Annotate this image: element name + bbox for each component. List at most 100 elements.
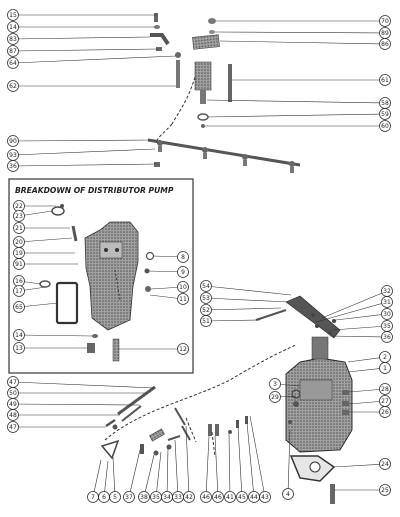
callout-10: 10: [150, 281, 189, 293]
callout-14: 14: [13, 329, 93, 341]
leader-line: [155, 451, 162, 498]
leader-line: [166, 447, 169, 498]
callout-number: 36: [9, 163, 17, 170]
callout-number: 12: [179, 346, 187, 353]
callout-86: 86: [219, 38, 391, 50]
callout-23: 23: [13, 210, 53, 222]
callout-44: 44: [246, 422, 260, 503]
callout-91: 91: [13, 258, 78, 270]
callout-93: 93: [7, 148, 156, 161]
leader-line: [12, 148, 156, 156]
bracket-part: [150, 33, 170, 46]
clip-part: [156, 47, 162, 51]
leader-line: [92, 459, 102, 498]
callout-36: 36: [7, 160, 157, 172]
callout-number: 13: [15, 345, 23, 352]
callout-62: 62: [7, 80, 176, 92]
callout-number: 22: [15, 203, 23, 210]
callout-circle: [259, 491, 271, 503]
ball-part: [201, 124, 205, 128]
leader-line: [18, 302, 59, 308]
callout-number: 32: [383, 288, 391, 295]
callout-number: 61: [381, 77, 389, 84]
linkage-parts: [100, 385, 248, 460]
callout-number: 7: [91, 494, 95, 501]
callout-number: 33: [174, 494, 182, 501]
callout-number: 36: [383, 334, 391, 341]
callout-5: 5: [109, 456, 121, 503]
callout-circle: [282, 488, 294, 500]
callout-circle: [138, 491, 150, 503]
callout-number: 93: [9, 152, 17, 159]
callout-2: 2: [347, 351, 391, 363]
callout-87: 87: [7, 45, 159, 57]
callout-3: 3: [269, 378, 301, 390]
callout-52: 52: [200, 304, 282, 316]
callout-circle: [177, 266, 189, 278]
callout-number: 2: [383, 354, 387, 361]
guide-dash: [185, 417, 197, 443]
callout-number: 90: [9, 138, 17, 145]
spring-housing-part: [192, 34, 220, 50]
callout-number: 43: [261, 494, 269, 501]
guide-dash: [171, 76, 196, 125]
callout-circle: [177, 251, 189, 263]
leader-line: [206, 99, 386, 104]
leader-line: [143, 454, 155, 498]
callout-46: 46: [200, 435, 212, 503]
callout-circle: [7, 9, 19, 21]
callout-24: 24: [333, 458, 391, 470]
callout-circle: [7, 409, 19, 421]
callout-13: 13: [13, 342, 88, 354]
callout-11: 11: [149, 293, 189, 305]
callout-circle: [7, 80, 19, 92]
callout-number: 3: [273, 381, 277, 388]
callout-circle: [379, 74, 391, 86]
callout-number: 4: [286, 491, 290, 498]
callout-circle: [7, 160, 19, 172]
callout-8: 8: [152, 251, 189, 263]
washer-part: [154, 25, 160, 29]
screw-part-15: [154, 13, 158, 22]
leader-line: [347, 367, 386, 373]
callout-circle: [13, 342, 25, 354]
inset-title: BREAKDOWN OF DISTRIBUTOR PUMP: [15, 186, 174, 195]
main-pump-assembly: [255, 295, 353, 504]
callout-9: 9: [148, 266, 189, 278]
callout-number: 46: [202, 494, 210, 501]
callout-14: 14: [7, 21, 155, 33]
callout-circle: [123, 491, 135, 503]
callout-circle: [13, 285, 25, 297]
leader-line: [18, 237, 73, 243]
callout-number: 8: [181, 254, 185, 261]
leader-line: [205, 285, 292, 296]
leader-line: [214, 435, 219, 498]
callout-number: 64: [9, 60, 17, 67]
callout-circle: [379, 108, 391, 120]
callout-31: 31: [315, 296, 393, 323]
callout-circle: [269, 378, 281, 390]
callout-number: 19: [15, 250, 23, 257]
top-parts: [150, 13, 232, 128]
callouts-layer: 1514838764627089866158596090933622232120…: [7, 9, 393, 503]
callout-number: 52: [202, 307, 210, 314]
leader-line: [205, 307, 282, 311]
callout-number: 6: [102, 494, 106, 501]
callout-33: 33: [172, 439, 184, 503]
callout-circle: [7, 21, 19, 33]
callout-circle: [109, 491, 121, 503]
callout-number: 1: [383, 365, 387, 372]
leader-line: [12, 55, 177, 64]
callout-59: 59: [207, 108, 391, 120]
callout-34: 34: [161, 447, 173, 503]
valve-body-part: [194, 61, 212, 91]
callout-48: 48: [7, 409, 120, 421]
callout-number: 11: [179, 296, 187, 303]
callout-number: 28: [381, 386, 389, 393]
callout-circle: [7, 135, 19, 147]
callout-42: 42: [183, 425, 195, 503]
callout-number: 86: [381, 41, 389, 48]
callout-41: 41: [224, 433, 236, 503]
leader-line: [249, 415, 266, 498]
